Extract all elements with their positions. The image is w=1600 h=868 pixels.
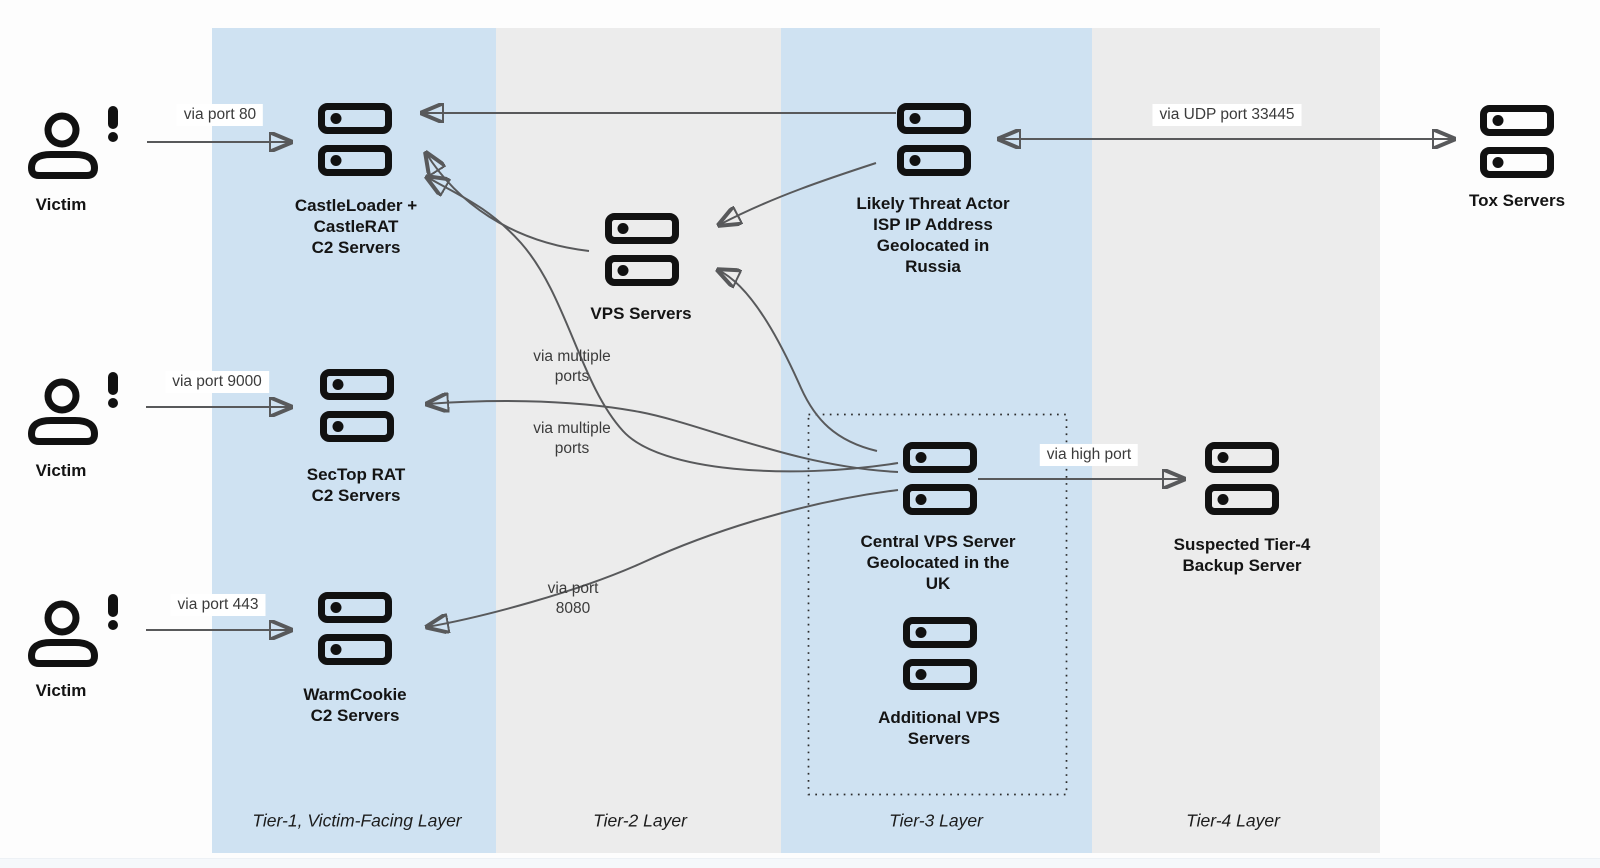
arrow-threatactor-to-vps [719, 162, 877, 225]
tox-server-icon [1480, 105, 1554, 178]
bottom-strip [0, 858, 1600, 868]
edge-label-port8080: via port 8080 [547, 580, 599, 617]
tier4-band [1092, 28, 1380, 853]
sectop-label: SecTop RAT C2 Servers [306, 465, 406, 505]
tier3-dotted-group-border [807, 413, 1068, 796]
arrow-centralvps-to-sectop [427, 401, 899, 473]
castleloader-label: CastleLoader + CastleRAT C2 Servers [294, 196, 418, 257]
victim3-person-icon [28, 594, 118, 667]
tox-servers-label: Tox Servers [1468, 191, 1566, 210]
tier3-band [781, 28, 1092, 853]
tier4-label: Tier-4 Layer [1186, 810, 1280, 831]
arrow-centralvps-to-warmcookie [427, 489, 899, 627]
central-vps-label: Central VPS Server Geolocated in the UK [860, 532, 1016, 593]
arrow-centralvps-to-vps [718, 270, 878, 452]
victim1-person-icon [28, 106, 118, 179]
castleloader-server-icon [318, 103, 392, 176]
edge-label-udp33445: via UDP port 33445 [1152, 104, 1302, 126]
additional-vps-server-icon [903, 617, 977, 690]
edge-label-high-port: via high port [1039, 444, 1139, 466]
additional-vps-label: Additional VPS Servers [878, 708, 1000, 748]
tier2-band [496, 28, 781, 853]
victim3-label: Victim [35, 681, 87, 700]
threat-actor-server-icon [897, 103, 971, 176]
arrow-vps-to-castleloader [426, 153, 590, 252]
arrow-centralvps-to-castleloader [427, 177, 899, 473]
backup-server-label: Suspected Tier-4 Backup Server [1173, 535, 1311, 575]
tier3-label: Tier-3 Layer [889, 810, 983, 831]
warmcookie-label: WarmCookie C2 Servers [303, 685, 407, 725]
victim2-person-icon [28, 372, 118, 445]
tier1-label: Tier-1, Victim-Facing Layer [252, 810, 462, 831]
edge-label-port80: via port 80 [176, 104, 264, 126]
vps-server-icon [605, 213, 679, 286]
edge-label-port9000: via port 9000 [165, 371, 269, 393]
vps-label: VPS Servers [590, 304, 692, 323]
backup-server-icon [1205, 442, 1279, 515]
edge-label-multiple-ports-1: via multiple ports [533, 348, 611, 385]
tier2-label: Tier-2 Layer [593, 810, 687, 831]
threat-actor-label: Likely Threat Actor ISP IP Address Geolo… [856, 194, 1010, 276]
victim2-label: Victim [35, 461, 87, 480]
victim1-label: Victim [35, 195, 87, 214]
sectop-server-icon [320, 369, 394, 442]
warmcookie-server-icon [318, 592, 392, 665]
central-vps-server-icon [903, 442, 977, 515]
edge-label-multiple-ports-2: via multiple ports [533, 420, 611, 457]
edge-label-port443: via port 443 [170, 594, 266, 616]
